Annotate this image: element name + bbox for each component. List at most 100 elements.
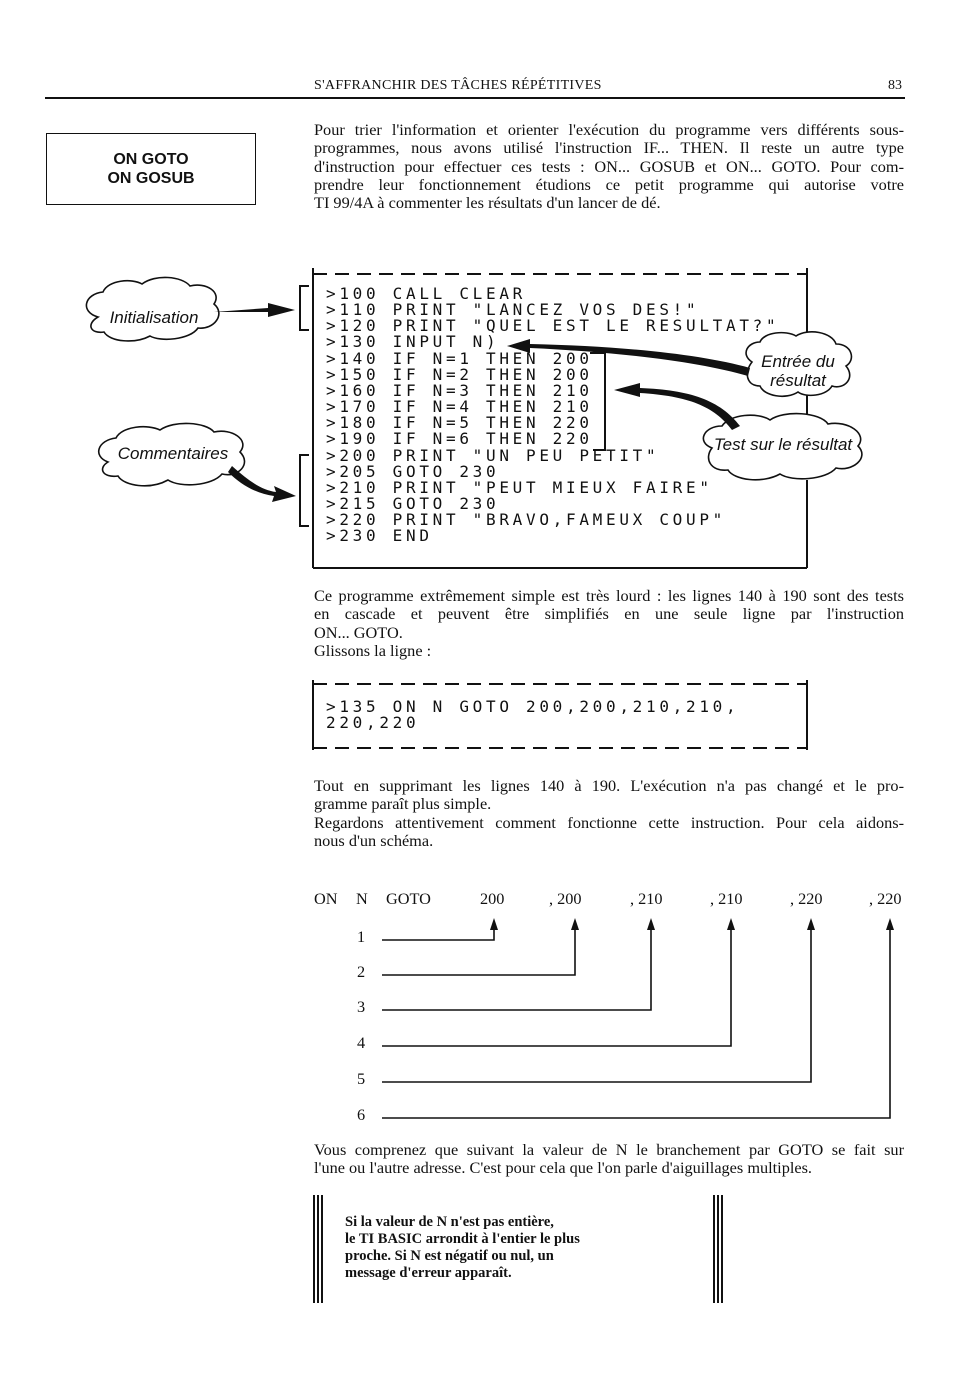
connector-6 (382, 924, 891, 1119)
diagram-value: 5 (357, 1069, 366, 1088)
code-line: >190 IF N=6 THEN 220 (326, 429, 593, 449)
diagram-keyword-n: N (356, 889, 368, 908)
note-line: Si la valeur de N n'est pas entière, (345, 1214, 554, 1230)
entree-label-line-1: Entrée du (761, 352, 835, 371)
closing-paragraph: Vous comprenez que suivant la valeur de … (314, 1140, 904, 1178)
diagram-keyword-goto: GOTO (386, 889, 431, 908)
connector-3 (382, 924, 652, 1011)
initialisation-arrow (214, 303, 295, 317)
diagram-target: , 200 (549, 889, 582, 908)
comments-bracket (299, 454, 309, 527)
paragraph-line: Regardons attentivement comment fonction… (314, 812, 904, 832)
code-line: >150 IF N=2 THEN 200 (326, 364, 593, 384)
diagram-target: , 220 (869, 889, 902, 908)
paragraph-line: programmes, nous avons utilisé l'instruc… (314, 138, 904, 158)
paragraph-line: l'une ou l'autre adresse. C'est pour cel… (314, 1158, 812, 1178)
note-text: Si la valeur de N n'est pas entière, le … (345, 1214, 705, 1282)
code-line: >215 GOTO 230 (326, 494, 500, 514)
paragraph-line: ON... GOTO. (314, 622, 403, 642)
commentaires-label: Commentaires (117, 444, 229, 463)
arrowhead-6 (886, 918, 894, 930)
code-line: >200 PRINT "UN PEU PETIT" (326, 445, 660, 465)
running-head: S'AFFRANCHIR DES TÂCHES RÉPÉTITIVES (314, 78, 602, 93)
paragraph-line: Pour trier l'information et orienter l'e… (314, 120, 904, 139)
diagram-keyword-on: ON (314, 889, 338, 908)
paragraph-line: gramme paraît plus simple. (314, 794, 492, 814)
paragraph-line: Glissons la ligne : (314, 640, 432, 660)
entree-cloud (745, 331, 853, 398)
program-listing: >100 CALL CLEAR >110 PRINT "LANCEZ VOS D… (326, 284, 780, 546)
note-bar-left-1 (313, 1195, 315, 1303)
goto-schema-connectors (382, 918, 894, 1119)
topic-box-line-2: ON GOSUB (107, 170, 195, 187)
code-line: >110 PRINT "LANCEZ VOS DES!" (326, 300, 700, 320)
code-line: >180 IF N=5 THEN 220 (326, 413, 593, 433)
paragraph-line: Tout en supprimant les lignes 140 à 190.… (314, 776, 904, 795)
paragraph-line: TI 99/4A à commenter les résultats d'un … (314, 193, 661, 213)
listing-135: >135 ON N GOTO 200,200,210,210, 220,220 (326, 697, 740, 733)
paragraph-line: prendre leur fonctionnement étudions ce … (314, 174, 904, 194)
middle-paragraph: Ce programme extrêmement simple est très… (314, 586, 904, 660)
note-bar-right-2 (717, 1195, 719, 1303)
connector-5 (382, 924, 812, 1083)
arrowhead-3 (647, 918, 655, 930)
diagram-value: 4 (357, 1033, 366, 1052)
code-line: >205 GOTO 230 (326, 461, 500, 481)
note-line: proche. Si N est négatif ou nul, un (345, 1248, 554, 1264)
diagram-value: 1 (357, 927, 366, 946)
diagram-value: 6 (357, 1105, 366, 1124)
code-line: >220 PRINT "BRAVO,FAMEUX COUP" (326, 510, 726, 530)
test-cloud (702, 412, 863, 481)
topic-box-line-1: ON GOTO (113, 151, 189, 168)
code-line: >230 END (326, 526, 433, 546)
listing-135-frame (312, 680, 808, 750)
tests-bracket (590, 352, 606, 451)
after-paragraph: Tout en supprimant les lignes 140 à 190.… (314, 776, 904, 850)
code-line: 220,220 (326, 713, 420, 733)
initialisation-cloud (85, 276, 220, 342)
commentaires-cloud (97, 422, 246, 487)
diagram-target: 200 (480, 889, 505, 908)
entree-arrow (507, 339, 750, 376)
test-arrow (614, 383, 740, 430)
code-line: >100 CALL CLEAR (326, 284, 526, 303)
code-line: >130 INPUT N) (326, 332, 500, 352)
diagram-target: , 220 (790, 889, 823, 908)
entree-label-line-2: résultat (770, 371, 826, 390)
init-bracket (299, 285, 309, 331)
diagram-value: 3 (357, 997, 366, 1016)
note-bar-left-2 (317, 1195, 319, 1303)
code-line: >140 IF N=1 THEN 200 (326, 348, 593, 368)
paragraph-line: Vous comprenez que suivant la valeur de … (314, 1140, 904, 1159)
connector-4 (382, 924, 732, 1047)
paragraph-line: d'instruction pour effectuer ces tests :… (314, 156, 904, 176)
code-line: >160 IF N=3 THEN 210 (326, 380, 593, 400)
header-rule (45, 97, 905, 99)
initialisation-label: Initialisation (109, 308, 199, 327)
diagram-target: , 210 (630, 889, 663, 908)
connector-2 (382, 924, 576, 976)
code-line: >120 PRINT "QUEL EST LE RESULTAT?" (326, 316, 780, 336)
topic-box: ON GOTO ON GOSUB (46, 133, 256, 205)
arrowhead-5 (807, 918, 815, 930)
note-bar-left-3 (321, 1195, 323, 1303)
diagram-value: 2 (357, 962, 366, 981)
note-line: message d'erreur apparaît. (345, 1265, 512, 1281)
code-line: >135 ON N GOTO 200,200,210,210, (326, 697, 740, 716)
arrowhead-2 (571, 918, 579, 930)
arrowhead-1 (490, 918, 498, 930)
connector-1 (382, 924, 495, 941)
intro-paragraph: Pour trier l'information et orienter l'e… (314, 120, 904, 213)
code-line: >210 PRINT "PEUT MIEUX FAIRE" (326, 477, 713, 497)
program-listing-figure (85, 268, 863, 569)
diagram-target: , 210 (710, 889, 743, 908)
note-line: le TI BASIC arrondit à l'entier le plus (345, 1231, 580, 1247)
arrowhead-4 (727, 918, 735, 930)
note-bar-right-3 (721, 1195, 723, 1303)
paragraph-line: nous d'un schéma. (314, 830, 434, 850)
note-bar-right-1 (713, 1195, 715, 1303)
code-line: >170 IF N=4 THEN 210 (326, 397, 593, 417)
commentaires-arrow (228, 466, 296, 502)
page-number: 83 (888, 78, 902, 93)
test-label: Test sur le résultat (713, 435, 853, 454)
